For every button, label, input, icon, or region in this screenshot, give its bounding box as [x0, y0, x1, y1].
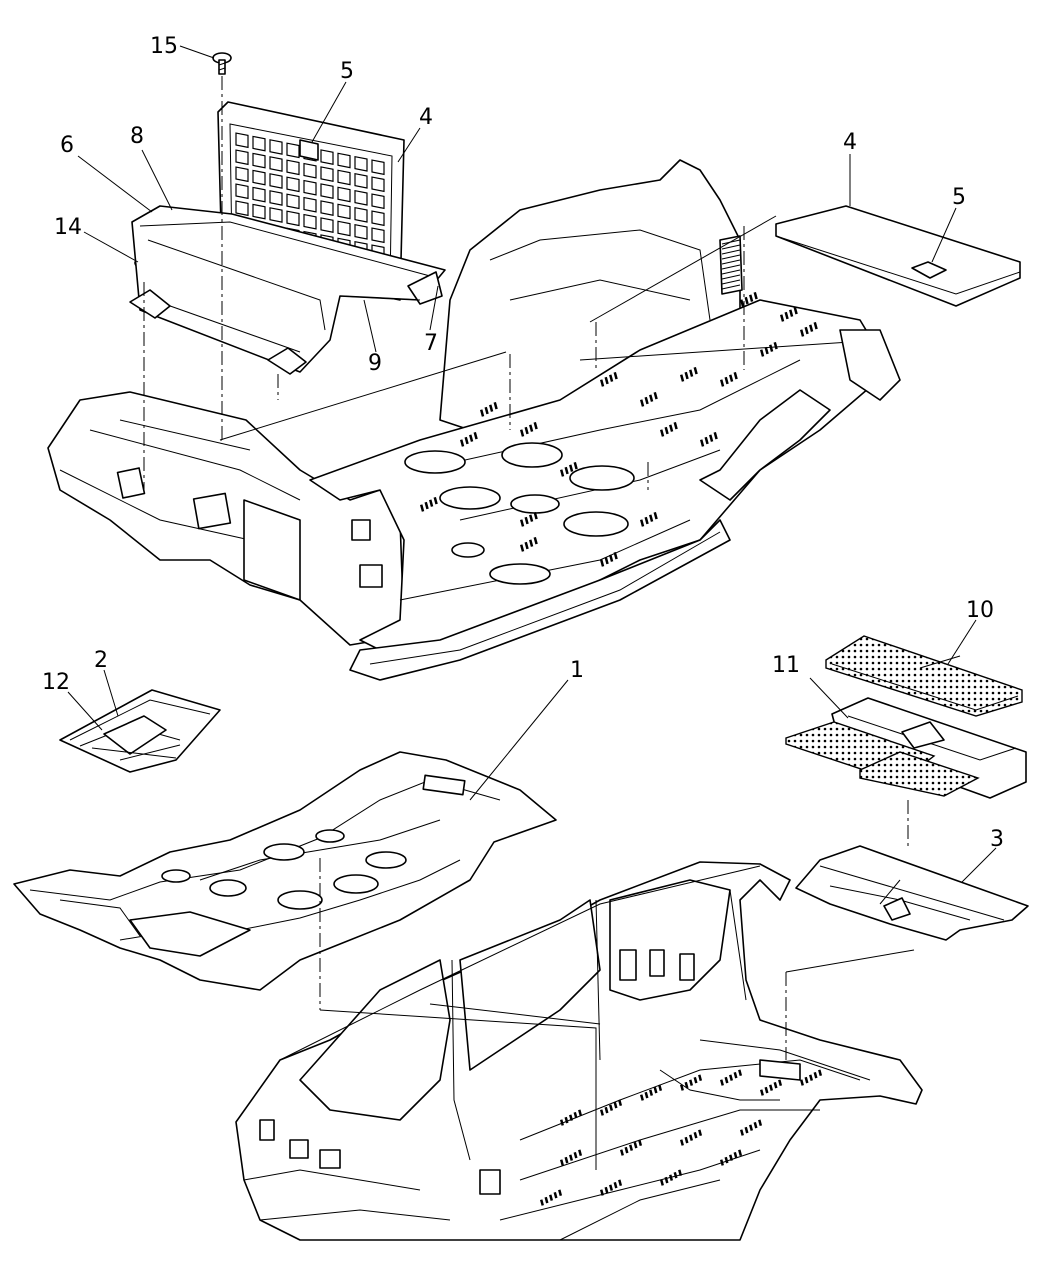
cargo-mat-part-11 — [785, 697, 1027, 799]
callout-12: 12 — [42, 670, 70, 695]
callout-8: 8 — [130, 124, 144, 149]
callout-5-top: 5 — [340, 59, 354, 84]
screw-part-15 — [212, 52, 232, 75]
floor-mat-part-2 — [59, 689, 221, 773]
cargo-mat-part-10 — [825, 635, 1023, 717]
callout-labels: 15 5 4 6 8 14 7 9 4 5 10 11 2 12 1 3 — [42, 34, 1004, 852]
vehicle-body-bottom — [235, 861, 923, 1241]
storage-bin-part-6 — [129, 205, 446, 375]
callout-2: 2 — [94, 648, 108, 673]
alignment-lines — [143, 76, 915, 1170]
callout-10: 10 — [966, 598, 994, 623]
callout-leaders — [67, 45, 997, 883]
callout-11: 11 — [772, 653, 800, 678]
callout-5-right: 5 — [952, 185, 966, 210]
callout-4-right: 4 — [843, 130, 857, 155]
callout-6: 6 — [60, 133, 74, 158]
lower-floor-slots — [540, 1069, 823, 1206]
vehicle-body-top — [47, 159, 901, 681]
floor-slots — [420, 291, 818, 567]
callout-4-top: 4 — [419, 105, 433, 130]
callout-9: 9 — [368, 351, 382, 376]
callout-7: 7 — [424, 331, 438, 356]
callout-3: 3 — [990, 827, 1004, 852]
floor-cover-part-4 — [775, 205, 1021, 307]
callout-1: 1 — [570, 658, 584, 683]
carpet-part-1 — [13, 751, 557, 991]
callout-14: 14 — [54, 215, 82, 240]
cargo-liner-part-3 — [795, 845, 1029, 941]
callout-15: 15 — [150, 34, 178, 59]
